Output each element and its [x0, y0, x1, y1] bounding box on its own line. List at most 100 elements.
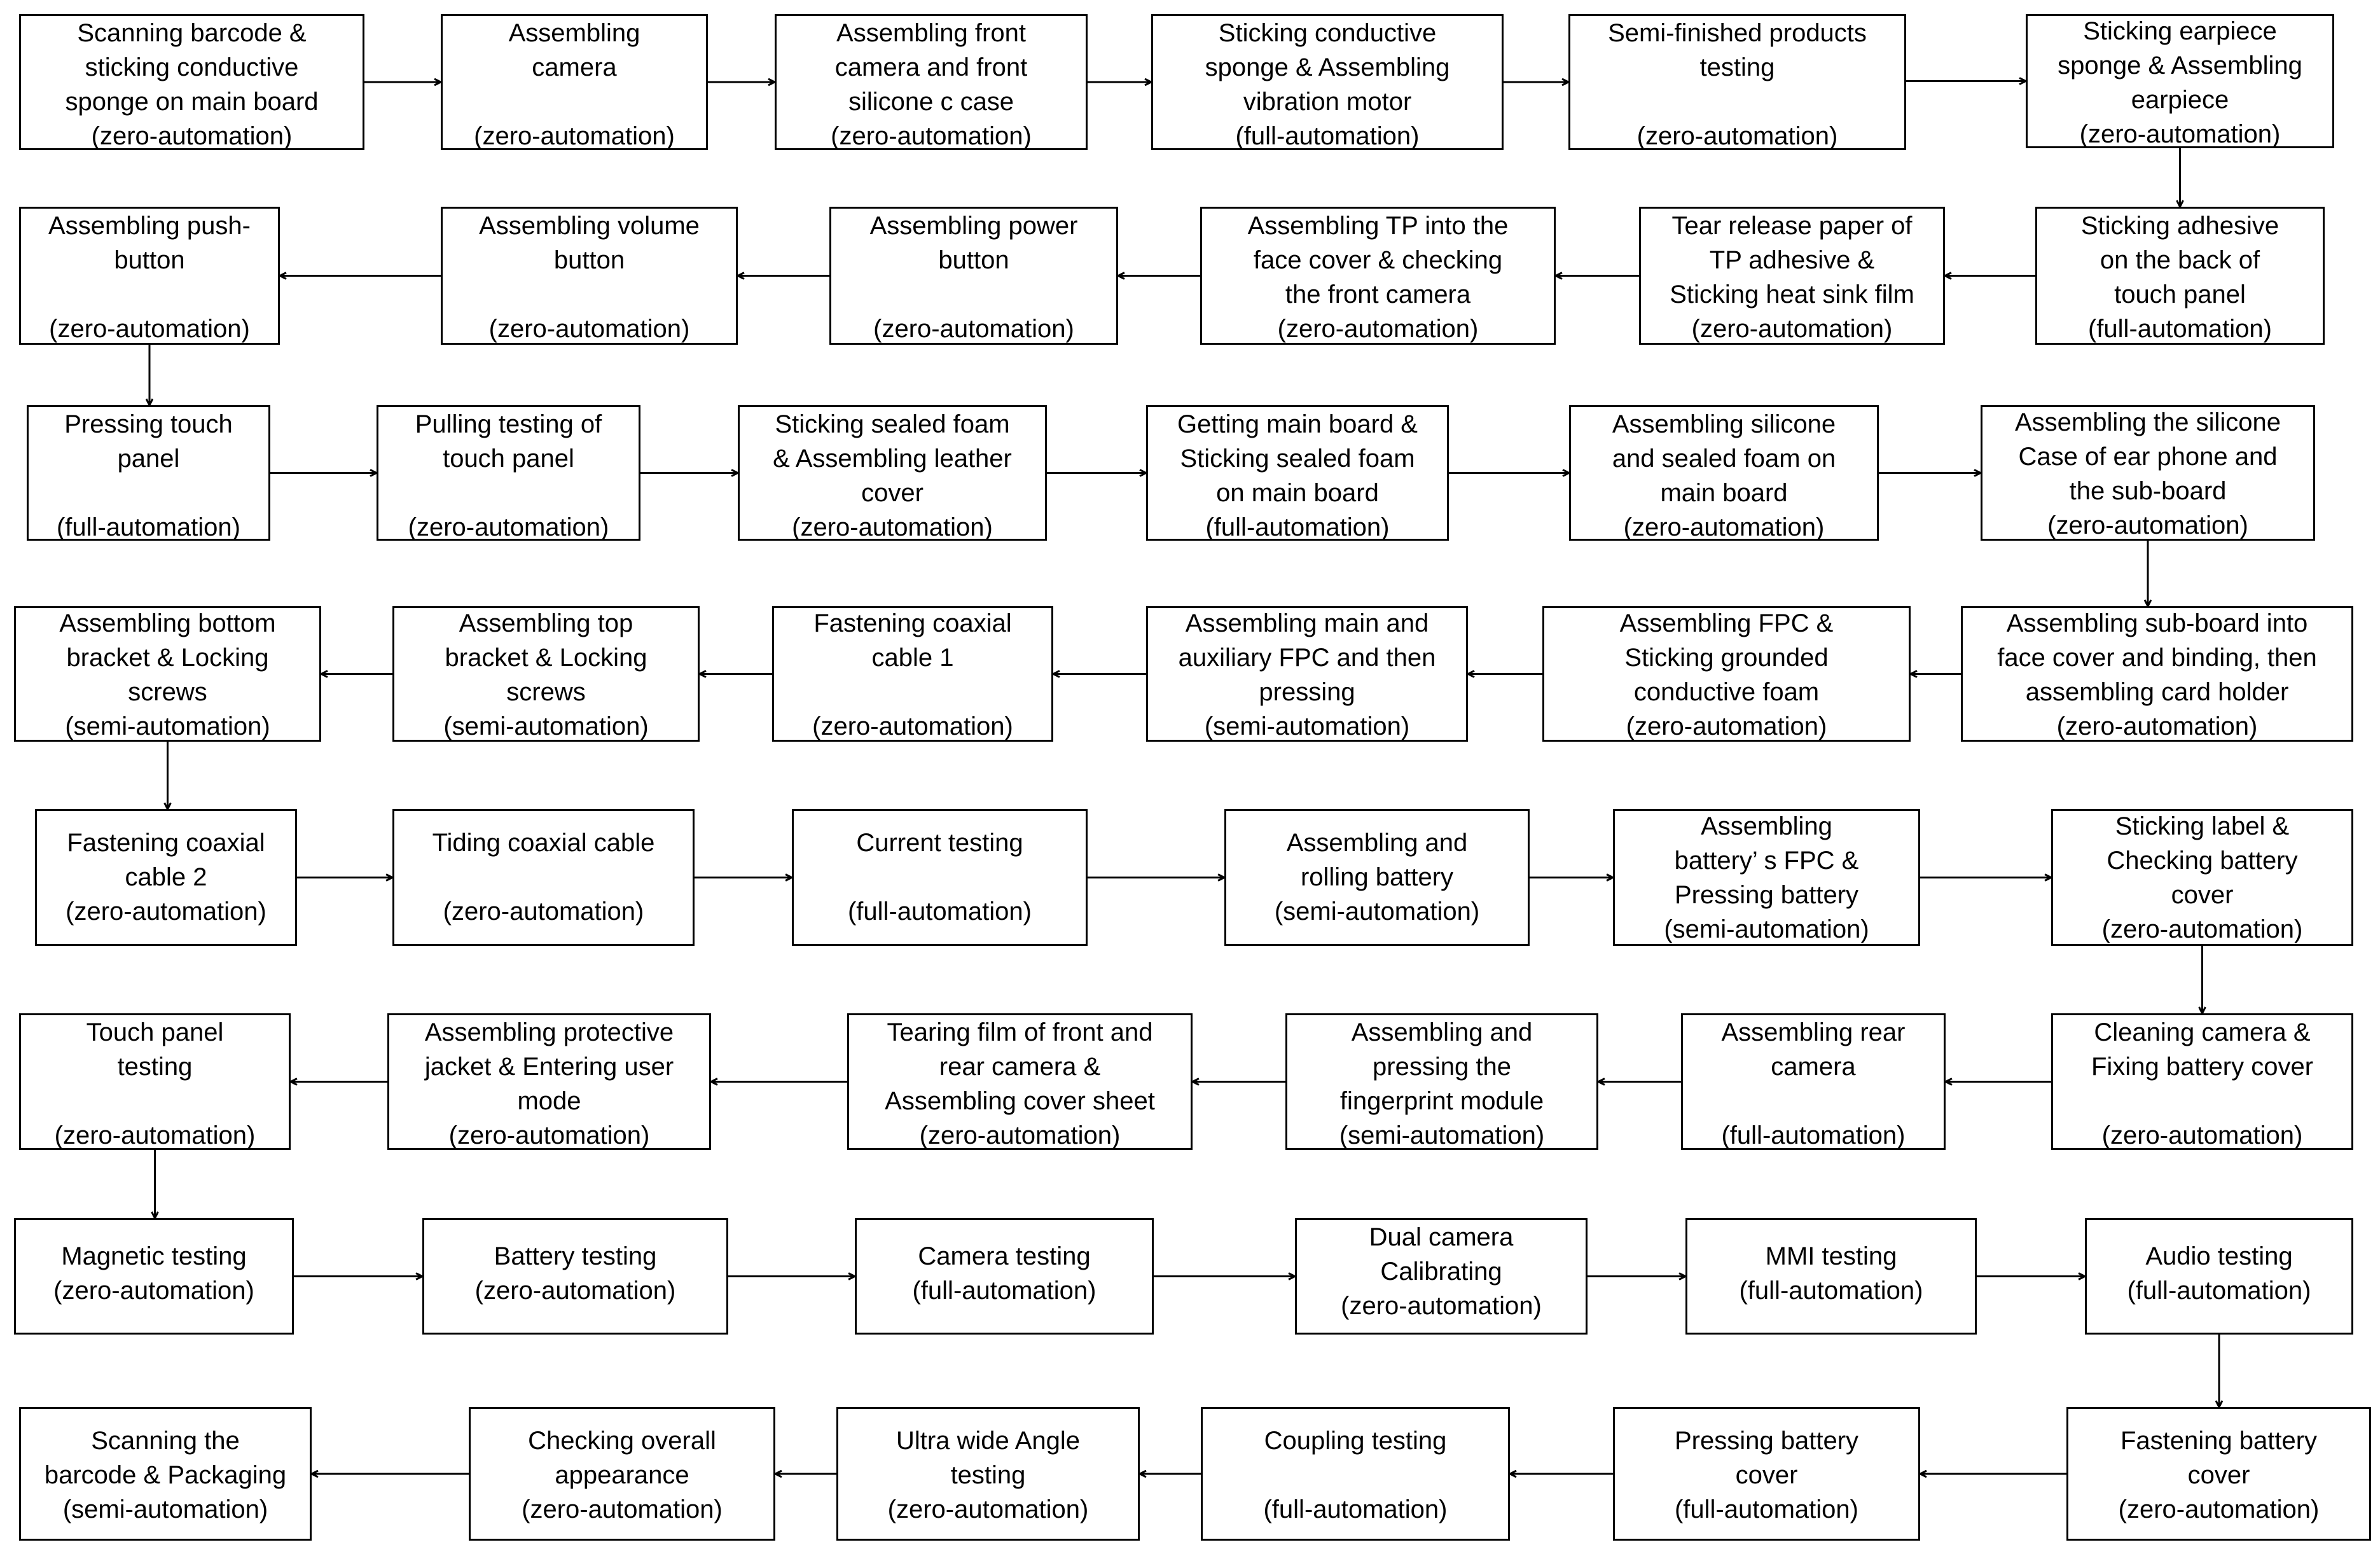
- step-text-line: Assembling sub-board into: [2006, 609, 2308, 637]
- step-text-line: mode: [517, 1087, 581, 1115]
- step-text-line: cover: [1735, 1461, 1798, 1489]
- step-text-line: Case of ear phone and: [2018, 443, 2278, 471]
- step-text-line: Assembling silicone: [1612, 410, 1836, 438]
- step-text-line: (full-automation): [1721, 1121, 1906, 1149]
- step-text-line: (zero-automation): [448, 1121, 650, 1149]
- step-text-line: the sub-board: [2069, 477, 2227, 505]
- step-text-line: conductive foam: [1633, 678, 1820, 706]
- step-text-line: main board: [1660, 479, 1788, 507]
- step-text-line: [1683, 1084, 1944, 1118]
- step-text-line: Tearing film of front and: [887, 1018, 1153, 1046]
- step-text-line: Camera testing: [918, 1242, 1091, 1270]
- step-text-line: sticking conductive: [85, 53, 299, 81]
- step-text-line: testing: [950, 1461, 1026, 1489]
- step-text-line: camera: [1771, 1053, 1856, 1081]
- step-text-line: Assembling rear: [1721, 1018, 1906, 1046]
- step-text-line: (zero-automation): [812, 712, 1013, 740]
- process-step-box: Pressing battery cover (full-automation): [1613, 1407, 1920, 1541]
- step-text-line: bracket & Locking: [66, 644, 269, 672]
- step-text-line: [378, 476, 639, 510]
- step-text-line: (zero-automation): [91, 122, 293, 150]
- step-text-line: Cleaning camera &: [2094, 1018, 2311, 1046]
- step-text-line: (zero-automation): [53, 1277, 254, 1305]
- step-text-line: (zero-automation): [2056, 712, 2258, 740]
- step-text-line: [394, 860, 693, 894]
- step-text-line: Assembling protective: [424, 1018, 674, 1046]
- step-text-line: auxiliary FPC and then: [1178, 644, 1436, 672]
- step-text-line: battery’ s FPC &: [1674, 847, 1859, 875]
- step-text-line: (zero-automation): [2101, 1121, 2303, 1149]
- step-text-line: [794, 860, 1086, 894]
- step-text-line: assembling card holder: [2025, 678, 2289, 706]
- step-text-line: Sticking adhesive: [2080, 212, 2280, 240]
- step-text-line: [1570, 85, 1904, 119]
- step-text-line: [21, 1084, 289, 1118]
- step-text-line: (semi-automation): [1204, 712, 1410, 740]
- step-text-line: Fastening battery: [2120, 1427, 2318, 1455]
- step-text-line: (zero-automation): [474, 122, 675, 150]
- step-text-line: (full-automation): [2087, 315, 2272, 343]
- step-text-line: cover: [861, 479, 924, 507]
- step-text-line: Assembling: [1701, 812, 1832, 840]
- step-text-line: Fixing battery cover: [2091, 1053, 2314, 1081]
- step-text-line: cable 2: [125, 863, 207, 891]
- step-text-line: Coupling testing: [1264, 1427, 1447, 1455]
- step-text-line: [29, 476, 268, 510]
- step-text-line: Assembling bottom: [59, 609, 276, 637]
- step-text-line: Pressing battery: [1674, 1427, 1859, 1455]
- step-text-line: Assembling and: [1286, 829, 1468, 857]
- step-text-line: Assembling cover sheet: [885, 1087, 1155, 1115]
- process-step-box: Tear release paper of TP adhesive & Sticki…: [1639, 207, 1945, 345]
- step-text-line: (semi-automation): [1664, 915, 1869, 943]
- step-text-line: (full-automation): [1674, 1495, 1858, 1523]
- step-text-line: TP adhesive &: [1709, 246, 1875, 274]
- step-text-line: (zero-automation): [792, 513, 993, 541]
- step-text-line: Sticking earpiece: [2083, 17, 2277, 45]
- step-text-line: Semi-finished products: [1608, 19, 1867, 47]
- step-text-line: (full-automation): [2127, 1277, 2311, 1305]
- step-text-line: & Assembling leather: [773, 445, 1012, 473]
- step-text-line: Assembling the silicone: [2015, 408, 2281, 436]
- step-text-line: (zero-automation): [1636, 122, 1838, 150]
- step-text-line: testing: [1699, 53, 1775, 81]
- step-text-line: (full-automation): [1263, 1495, 1448, 1523]
- process-step-box: Cleaning camera & Fixing battery cover (ze…: [2051, 1013, 2353, 1150]
- step-text-line: (semi-automation): [443, 712, 649, 740]
- step-text-line: silicone c case: [848, 88, 1014, 116]
- step-text-line: Assembling volume: [479, 212, 700, 240]
- step-text-line: (zero-automation): [2047, 511, 2248, 539]
- step-text-line: Assembling FPC &: [1619, 609, 1834, 637]
- step-text-line: Current testing: [856, 829, 1023, 857]
- step-text-line: Sticking sealed foam: [1180, 445, 1415, 473]
- step-text-line: Getting main board &: [1177, 410, 1418, 438]
- process-step-box: Magnetic testing(zero-automation): [14, 1218, 294, 1335]
- step-text-line: [443, 85, 706, 119]
- step-text-line: camera: [532, 53, 617, 81]
- step-text-line: (zero-automation): [887, 1495, 1089, 1523]
- step-text-line: (semi-automation): [65, 712, 270, 740]
- step-text-line: Calibrating: [1380, 1258, 1502, 1286]
- step-text-line: (semi-automation): [1339, 1121, 1545, 1149]
- step-text-line: (zero-automation): [1691, 315, 1893, 343]
- step-text-line: Tear release paper of: [1671, 212, 1913, 240]
- step-text-line: Assembling TP into the: [1247, 212, 1509, 240]
- step-text-line: rear camera &: [939, 1053, 1101, 1081]
- process-step-box: MMI testing(full-automation): [1685, 1218, 1977, 1335]
- process-step-box: Tiding coaxial cable(zero-automation): [392, 809, 695, 946]
- step-text-line: Sticking label &: [2115, 812, 2290, 840]
- step-text-line: screws: [128, 678, 207, 706]
- step-text-line: Checking battery: [2107, 847, 2298, 875]
- step-text-line: Sticking heat sink film: [1670, 281, 1914, 309]
